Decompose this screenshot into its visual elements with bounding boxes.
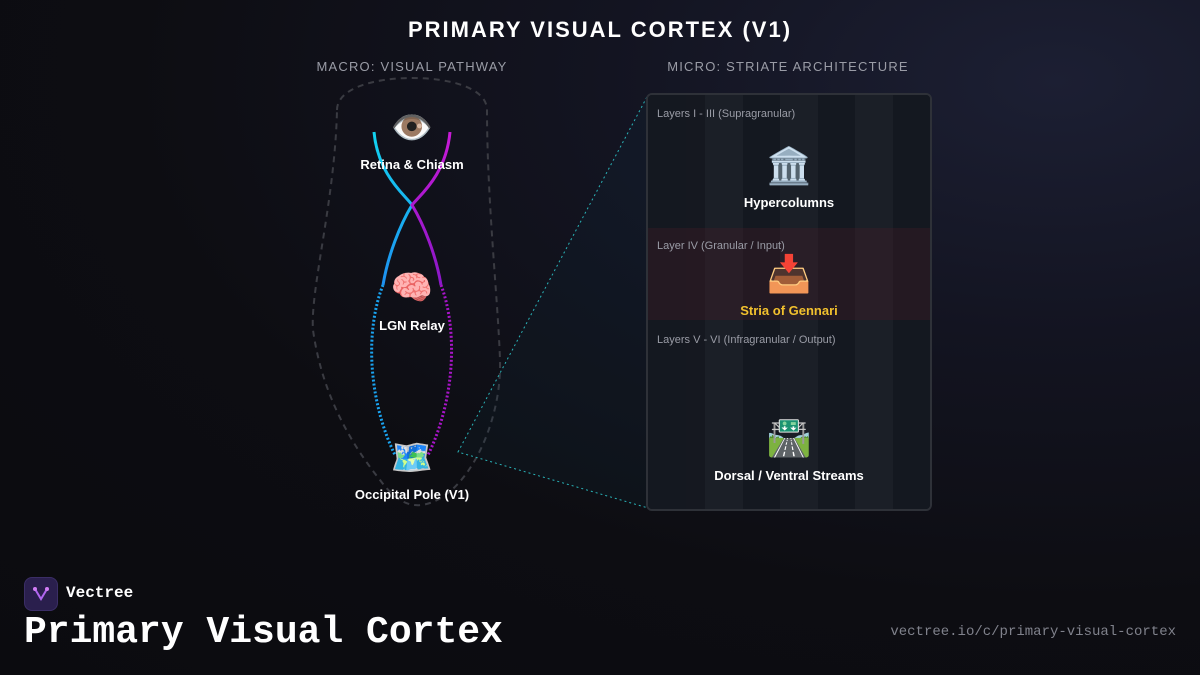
dorsal-ventral-streams-label: Dorsal / Ventral Streams (714, 468, 864, 483)
map-icon: 🗺️ (390, 439, 434, 477)
micro-heading: MICRO: STRIATE ARCHITECTURE (667, 59, 909, 74)
footer-title: Primary Visual Cortex (24, 611, 503, 654)
right-pathway-upper (410, 131, 452, 286)
footer-url[interactable]: vectree.io/c/primary-visual-cortex (890, 624, 1176, 640)
node-retina-chiasm: Retina & Chiasm (360, 157, 464, 172)
brain-icon: 🧠 (390, 269, 434, 307)
classical-building-icon: 🏛️ (766, 145, 812, 186)
macro-heading: MACRO: VISUAL PATHWAY (316, 59, 508, 74)
vectree-logo-icon (33, 587, 49, 601)
layer-label-infragranular: Layers V - VI (Infragranular / Output) (657, 334, 836, 346)
page-title: PRIMARY VISUAL CORTEX (V1) (407, 17, 793, 42)
inbox-tray-icon: 📥 (766, 253, 812, 294)
eye-icon: 👁️ (390, 109, 434, 147)
brand-name: Vectree (66, 584, 134, 602)
vectree-logo (24, 577, 58, 611)
striate-panel: Layers I - III (Supragranular) 🏛️ Hyperc… (646, 93, 932, 511)
layer-label-granular: Layer IV (Granular / Input) (657, 240, 785, 252)
left-optic-radiation (370, 284, 397, 456)
hypercolumns-label: Hypercolumns (743, 195, 835, 210)
right-optic-radiation (426, 284, 454, 456)
node-lgn-relay: LGN Relay (379, 318, 445, 333)
node-occipital-pole: Occipital Pole (V1) (354, 487, 470, 502)
layer-iv-band (648, 228, 930, 320)
motorway-icon: 🛣️ (766, 417, 812, 458)
stria-of-gennari-label: Stria of Gennari (740, 303, 838, 318)
layer-label-supragranular: Layers I - III (Supragranular) (657, 108, 796, 120)
left-pathway-upper (372, 131, 414, 286)
